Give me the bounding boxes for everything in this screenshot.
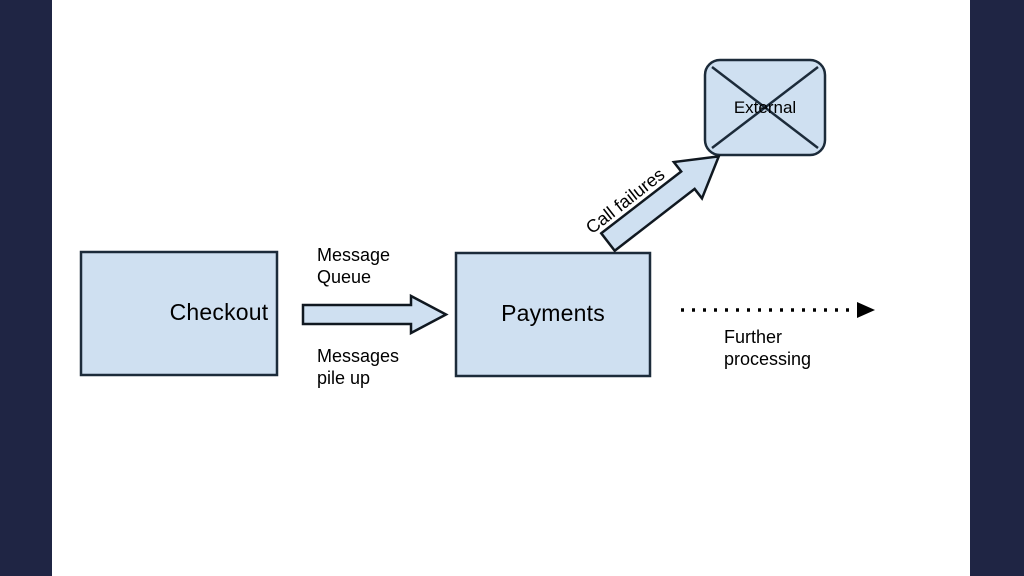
node-payments-shape[interactable] <box>454 251 652 378</box>
edge-further-processing-arrow[interactable] <box>681 302 875 318</box>
edge-label-messages-pile-line1: Messages <box>317 346 400 366</box>
right-letterbox-band <box>970 0 1024 576</box>
edge-label-message-queue-line1: Message <box>317 245 391 265</box>
diagram-area: Checkout Payments External Message Queue… <box>52 0 970 576</box>
left-letterbox-band <box>0 0 52 576</box>
node-checkout-shape[interactable] <box>79 250 279 377</box>
edge-label-further-line2: processing <box>724 349 812 369</box>
diagram-vector-layer <box>79 58 875 378</box>
further-processing-arrowhead <box>857 302 875 318</box>
edge-call-failures-arrow[interactable] <box>594 138 733 260</box>
node-external-shape[interactable] <box>703 58 827 157</box>
edge-message-queue-arrow[interactable] <box>301 293 449 336</box>
external-cross-line-b <box>711 66 819 149</box>
edge-label-further-line1: Further <box>724 327 783 347</box>
edge-label-message-queue-line2: Queue <box>317 267 372 287</box>
edge-label-messages-pile-line2: pile up <box>317 368 371 388</box>
